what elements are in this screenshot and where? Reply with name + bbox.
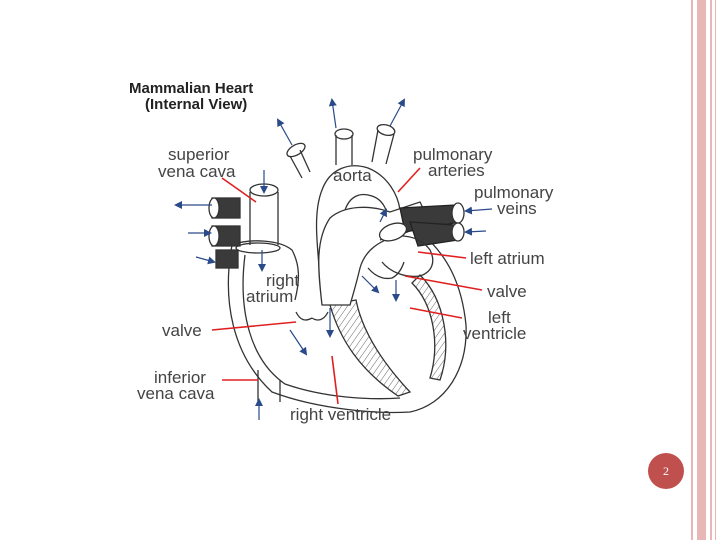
aorta-branch-mid [335, 135, 353, 165]
pulmonary-artery-left-opening [451, 202, 465, 224]
label-pulmonary-veins-2: veins [497, 199, 537, 218]
arrow-left-atrium [361, 275, 380, 294]
label-pointers [211, 167, 483, 405]
label-valve-left: valve [487, 282, 527, 301]
pointer-pulmonary-arteries [397, 167, 421, 193]
slide-border-thick [697, 0, 706, 540]
page-number-badge: 2 [648, 453, 684, 489]
arrow-pulmonary-veins-2 [464, 227, 487, 236]
label-inferior-vena-cava-1: inferior [154, 368, 206, 387]
diagram-labels: superior vena cava aorta pulmonary arter… [137, 145, 554, 424]
pulmonary-vein-opening [451, 222, 465, 242]
slide-border-thin-2 [710, 0, 712, 540]
label-left-ventricle-1: left [488, 308, 511, 327]
right-atrium-opening [235, 242, 281, 254]
left-ventricle-wall [411, 274, 447, 381]
label-valve-right: valve [162, 321, 202, 340]
label-right-atrium-1: right [266, 271, 299, 290]
diagram-title-line1: Mammalian Heart [129, 80, 253, 97]
arrow-right-vessel-3 [195, 256, 216, 265]
right-pulmonary-vessel-2-opening [208, 225, 220, 247]
right-ventricle-wall [242, 254, 401, 400]
right-pulmonary-vessel-3 [215, 249, 239, 269]
pointer-valve-left [404, 275, 483, 291]
arrow-right-ventricle [289, 329, 308, 356]
mitral-valve [367, 261, 405, 280]
inferior-vena-cava [257, 370, 281, 402]
label-pulmonary-arteries-1: pulmonary [413, 145, 493, 164]
diagram-title-line2: (Internal View) [145, 96, 247, 113]
septum [329, 299, 412, 397]
tricuspid-valve [295, 311, 329, 321]
aorta-branch-right [371, 129, 395, 165]
right-pulmonary-vessel-1-opening [208, 197, 220, 219]
label-pulmonary-arteries-2: arteries [428, 161, 485, 180]
pointer-left-atrium [417, 251, 467, 259]
arrow-pulmonary-veins-1 [464, 206, 493, 215]
arrow-left-atrium-top [379, 208, 387, 223]
heart-outline [227, 231, 467, 414]
heart-drawing [208, 123, 467, 414]
pointer-left-ventricle [409, 307, 463, 319]
arrow-aorta-right [389, 98, 405, 127]
label-right-ventricle: right ventricle [290, 405, 391, 424]
pointer-superior-vena-cava [221, 177, 257, 203]
aorta-branch-right-opening [376, 123, 396, 137]
slide-border-thin-3 [715, 0, 716, 540]
label-aorta: aorta [333, 166, 372, 185]
arrow-aorta-left [277, 118, 293, 146]
label-right-atrium-2: atrium [246, 287, 293, 306]
arrow-aorta-mid [328, 98, 337, 129]
label-pulmonary-veins-1: pulmonary [474, 183, 554, 202]
label-superior-vena-cava-2: vena cava [158, 162, 236, 181]
pulmonary-vein [409, 221, 459, 247]
aorta-branch-left-opening [286, 142, 306, 158]
label-left-ventricle-2: ventricle [463, 324, 526, 343]
label-inferior-vena-cava-2: vena cava [137, 384, 215, 403]
right-atrium [231, 240, 300, 301]
superior-vena-cava [249, 192, 279, 245]
slide-border-thin-1 [691, 0, 693, 540]
left-atrium-opening [378, 222, 408, 242]
aorta-branch-mid-opening [334, 128, 354, 140]
label-left-atrium: left atrium [470, 249, 545, 268]
label-superior-vena-cava-1: superior [168, 145, 230, 164]
blood-flow-arrows [174, 98, 493, 420]
pointer-right-ventricle [331, 355, 339, 405]
aorta-branch-left [289, 149, 311, 179]
pointer-valve-right [211, 321, 297, 331]
